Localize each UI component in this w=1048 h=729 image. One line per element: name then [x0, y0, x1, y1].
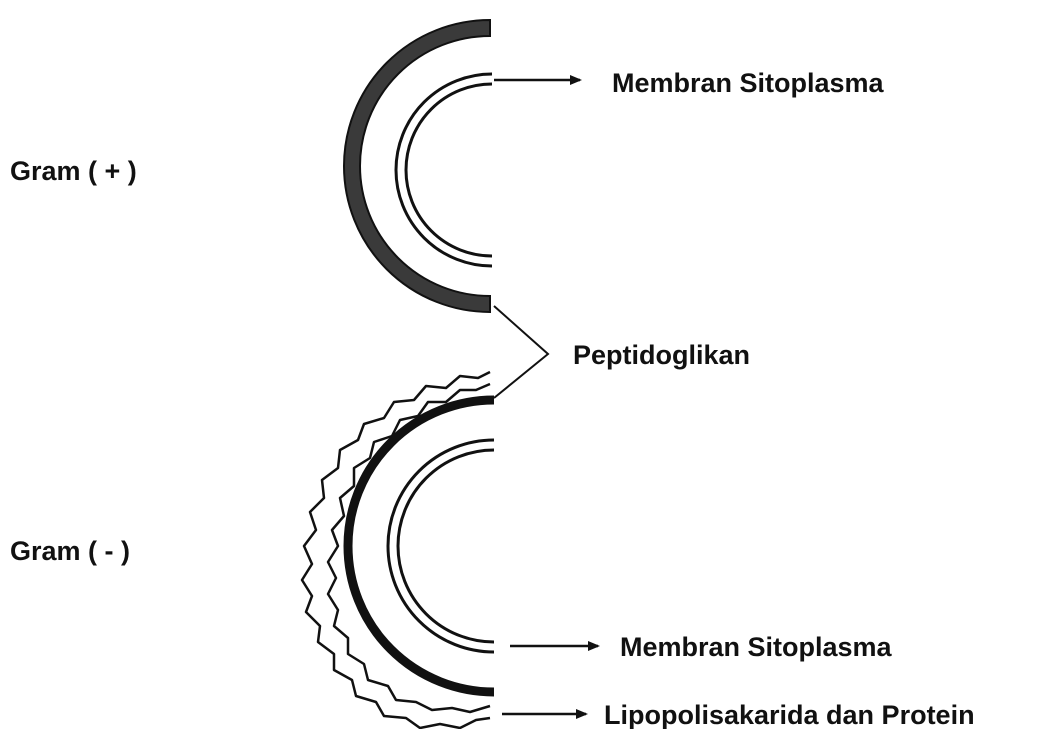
peptidoglycan-pointer-group: Peptidoglikan [494, 306, 750, 398]
gram-positive-group: Gram ( + ) Membran Sitoplasma [10, 20, 885, 312]
gram-negative-membrane-label: Membran Sitoplasma [620, 632, 893, 662]
gram-negative-group: Gram ( - ) Membran Sitoplasma Lipopolisa… [10, 372, 975, 729]
peptidoglycan-label: Peptidoglikan [573, 340, 750, 370]
gram-positive-label: Gram ( + ) [10, 156, 137, 186]
gram-negative-label: Gram ( - ) [10, 536, 130, 566]
gram-positive-membrane-outer [396, 74, 492, 266]
gram-positive-membrane-label: Membran Sitoplasma [612, 68, 885, 98]
gram-negative-membrane-outer [388, 440, 494, 652]
gram-positive-peptidoglycan-layer [344, 20, 490, 312]
peptidoglycan-pointer-lines [494, 306, 548, 398]
gram-negative-outer-layer-label: Lipopolisakarida dan Protein [604, 700, 975, 729]
